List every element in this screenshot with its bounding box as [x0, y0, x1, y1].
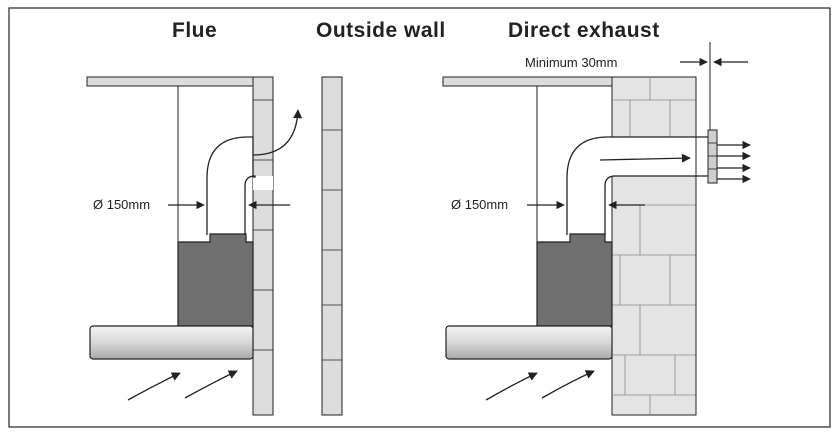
minimum-gap-label: Minimum 30mm — [525, 55, 618, 70]
exhaust-ceiling — [442, 76, 614, 87]
outside-wall-column — [321, 76, 343, 416]
flue-ceiling — [86, 76, 254, 87]
heading-direct-exhaust: Direct exhaust — [508, 19, 660, 42]
exhaust-intake-arrow-2 — [541, 370, 595, 399]
heading-flue: Flue — [172, 19, 218, 42]
direct-exhaust-panel — [442, 42, 751, 416]
flue-airflow-arrow — [252, 109, 303, 156]
flue-inner-wall — [252, 76, 274, 416]
exhaust-vent-grille — [707, 129, 718, 184]
exhaust-hood — [536, 233, 613, 327]
outside-wall-panel — [321, 76, 343, 416]
flue-hood — [177, 233, 254, 327]
exhaust-intake-arrow-1 — [485, 372, 538, 401]
flue-diameter-label: Ø 150mm — [93, 197, 151, 212]
flue-duct — [206, 136, 256, 235]
flue-intake-arrow-1 — [127, 372, 181, 401]
exhaust-diameter-label: Ø 150mm — [451, 197, 509, 212]
exhaust-airflow-arrow — [599, 153, 691, 163]
flue-panel — [86, 76, 303, 416]
diagram-frame — [8, 7, 831, 428]
flue-worktop — [89, 325, 254, 360]
exhaust-worktop — [445, 325, 613, 360]
flue-intake-arrow-2 — [184, 370, 238, 399]
heading-outside-wall: Outside wall — [316, 19, 446, 42]
